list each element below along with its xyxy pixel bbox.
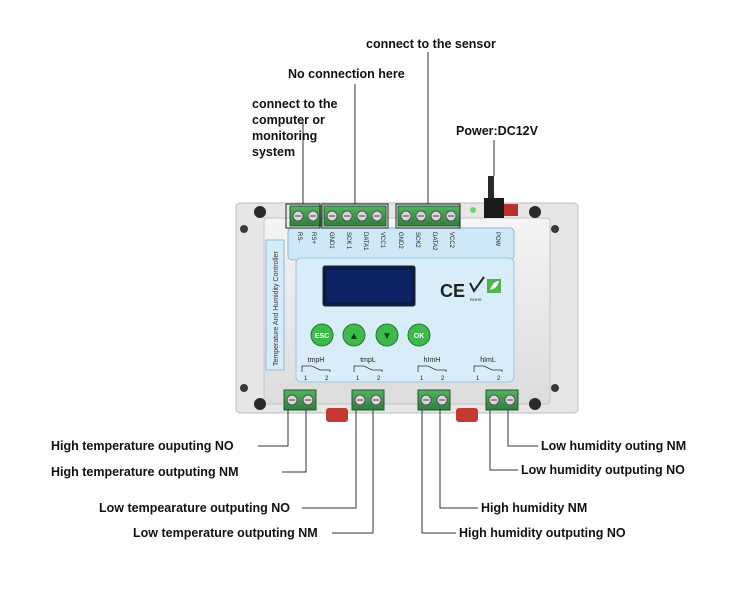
callout-high-temp-no: High temperature ouputing NO	[51, 439, 234, 453]
callout-low-hum-outing-nm: Low humidity outing NM	[541, 439, 687, 453]
terminal-label-9: VCC2	[448, 232, 454, 249]
relay-name-3: hImL	[480, 357, 496, 364]
callout-low-temp-no: Low tempearature outputing NO	[99, 501, 290, 515]
leader-low-temp-no	[302, 410, 357, 509]
callout-computer-line1: connect to the	[252, 97, 338, 111]
callout-no-connection: No connection here	[288, 67, 405, 81]
up-arrow-icon: ▲	[349, 331, 359, 342]
terminal-label-1: RS+	[310, 232, 316, 244]
ok-button-label: OK	[414, 333, 425, 340]
callout-computer-line4: system	[252, 145, 296, 159]
top-leader-lines	[302, 52, 495, 204]
power-jack	[484, 198, 504, 218]
esc-button[interactable]	[310, 323, 334, 347]
leader-high-hum-no	[421, 410, 456, 534]
callout-low-hum-no: Low humidity outputing NO	[521, 463, 685, 477]
callout-sensor: connect to the sensor	[366, 37, 496, 51]
terminal-label-8: DATA2	[431, 232, 437, 251]
relay-contact-symbol	[417, 365, 447, 372]
power-led	[470, 207, 476, 213]
leader-low-hum-no	[489, 410, 518, 471]
relay-pin2-0: 2	[325, 376, 329, 382]
bottom-component-left	[326, 408, 348, 422]
callout-computer-line2: computer or	[252, 113, 325, 127]
relay-name-1: tmpL	[360, 357, 376, 364]
esc-button-label: ESC	[315, 333, 329, 340]
ok-button[interactable]	[407, 323, 431, 347]
relay-name-2: hImH	[424, 357, 441, 364]
callout-high-temp-nm: High temperature outputing NM	[51, 465, 239, 479]
relay-pin1-0: 1	[304, 376, 308, 382]
mount-hole-br	[529, 398, 541, 410]
callout-high-hum-no: High humidity outputing NO	[459, 526, 626, 540]
rohs-label: ROHS	[470, 297, 482, 302]
terminal-label-0: RS-	[296, 232, 302, 242]
leader-low-hum-nm	[507, 410, 538, 447]
power-jack-red-part	[504, 204, 518, 216]
side-label-strip	[265, 239, 285, 371]
bottom-component-right	[456, 408, 478, 422]
terminal-label-5: VCC1	[379, 232, 385, 249]
callout-high-hum-nm: High humidity NM	[481, 501, 588, 515]
screw-br	[551, 384, 559, 392]
relay-pin1-3: 1	[476, 376, 480, 382]
bottom-leader-lines	[258, 410, 538, 534]
power-jack-pin	[488, 176, 494, 198]
check-icon	[469, 276, 485, 293]
leader-low-temp-nm	[332, 410, 374, 534]
relay-contact-symbol	[353, 365, 383, 372]
mount-hole-tl	[254, 206, 266, 218]
ce-mark: CE	[440, 281, 465, 301]
callout-low-temp-nm: Low temperature outputing NM	[133, 526, 318, 540]
terminal-label-4: DATA1	[362, 232, 368, 251]
callout-power: Power:DC12V	[456, 124, 538, 138]
leader-high-temp-no	[258, 410, 289, 447]
top-terminal-blocks	[289, 205, 461, 227]
down-button[interactable]	[375, 323, 399, 347]
side-label: Temperature And Humidity Controller	[273, 251, 280, 366]
screw-tl	[240, 225, 248, 233]
relay-pin2-1: 2	[377, 376, 381, 382]
relay-pin1-2: 1	[420, 376, 424, 382]
terminal-label-3: SCK 1	[345, 232, 351, 250]
top-terminal-labels: RS- RS+ GND1 SCK 1 DATA1 VCC1 GND2 SCK2 DATA2 VCC…	[296, 232, 500, 251]
relay-contact-symbol	[301, 365, 331, 372]
relay-pin1-1: 1	[356, 376, 360, 382]
up-button[interactable]	[342, 323, 366, 347]
relay-labels: tmpH 1 2 tmpL 1 2 hImH 1 2 hImL 1 2	[301, 357, 503, 382]
relay-pin2-3: 2	[497, 376, 501, 382]
screw-tr	[551, 225, 559, 233]
screw-bl	[240, 384, 248, 392]
down-arrow-icon: ▼	[382, 331, 392, 342]
callout-computer-line3: monitoring	[252, 129, 318, 143]
bottom-terminal-blocks	[283, 389, 519, 411]
leader-high-hum-nm	[439, 410, 478, 509]
terminal-label-7: SCK2	[414, 232, 420, 248]
mount-hole-tr	[529, 206, 541, 218]
top-terminal-block-1	[323, 205, 387, 227]
terminal-label-11: POW	[494, 232, 500, 247]
relay-contact-symbol	[473, 365, 503, 372]
leader-high-temp-nm	[282, 410, 307, 473]
relay-pin2-2: 2	[441, 376, 445, 382]
callout-computer: connect to the computer or monitoring sy…	[252, 96, 362, 160]
relay-name-0: tmpH	[308, 357, 325, 364]
terminal-label-2: GND1	[328, 232, 334, 249]
control-buttons: ESC ▲ ▼ OK	[310, 323, 431, 347]
terminal-label-6: GND2	[397, 232, 403, 249]
mount-hole-bl	[254, 398, 266, 410]
leaf-shape	[490, 281, 499, 290]
lcd-screen	[327, 270, 411, 302]
